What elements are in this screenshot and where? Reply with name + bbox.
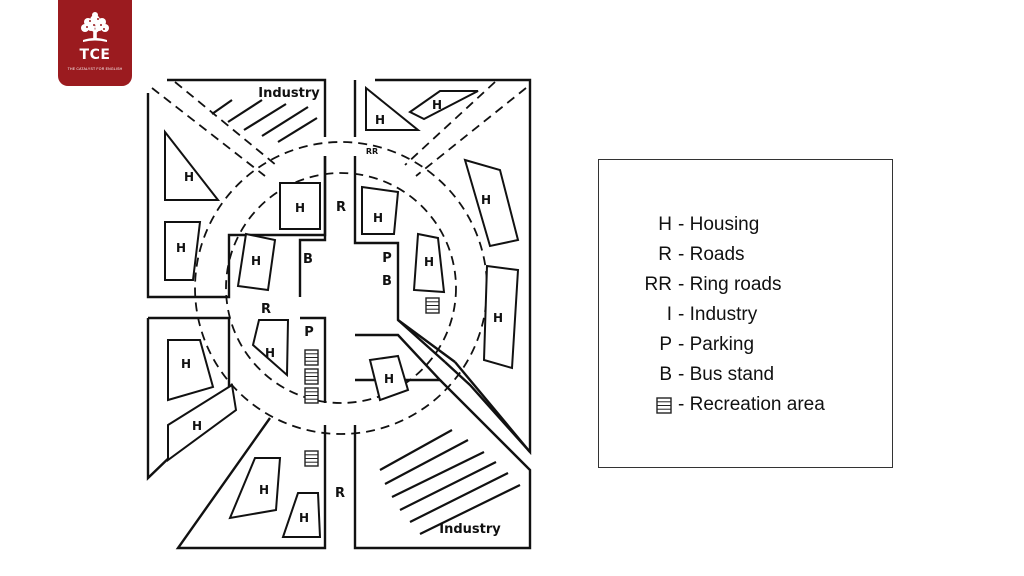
legend-item: I - Industry xyxy=(599,303,757,327)
bus-stand-label: B xyxy=(382,274,392,289)
legend-description: - Ring roads xyxy=(678,274,782,295)
legend-item: H - Housing xyxy=(599,213,759,237)
housing-label: H xyxy=(481,193,491,207)
legend-symbol xyxy=(599,396,678,414)
legend-description: - Parking xyxy=(678,334,755,355)
parking-label: P xyxy=(304,325,314,340)
house-block-1 xyxy=(365,85,421,131)
house-block-2 xyxy=(408,90,479,121)
housing-blocks xyxy=(164,85,520,538)
housing-label: H xyxy=(265,346,275,360)
industry-label-bottom: Industry xyxy=(439,522,501,537)
housing-label: H xyxy=(192,419,202,433)
block-north-inner-outline xyxy=(298,156,327,297)
block-outlines xyxy=(146,78,532,550)
ring-road-inner xyxy=(225,172,457,404)
house-block-15 xyxy=(228,457,282,520)
map-legend: H - Housing R - Roads RR - Ring roads I … xyxy=(598,159,893,468)
road-label: R xyxy=(261,302,271,317)
legend-description: - Recreation area xyxy=(678,394,825,415)
house-block-11 xyxy=(167,339,215,402)
recreation-area-icon xyxy=(304,349,319,366)
legend-description: - Bus stand xyxy=(678,364,775,385)
housing-label: H xyxy=(424,255,434,269)
ring-road-label: RR xyxy=(366,147,378,156)
diagonal-road-north-west2 xyxy=(174,81,277,166)
map-labels: Industry Industry H H H H H H H H H H H … xyxy=(176,86,503,537)
house-block-7 xyxy=(361,185,400,235)
house-block-6 xyxy=(236,232,277,292)
recreation-area-icon xyxy=(425,297,440,314)
recreation-area-icon xyxy=(304,450,319,467)
house-block-3 xyxy=(164,129,221,201)
block-southeast-outline xyxy=(353,379,532,550)
legend-item: B - Bus stand xyxy=(599,363,774,387)
legend-item: - Recreation area xyxy=(599,393,825,417)
tree-icon xyxy=(81,12,109,42)
recreation-area-icon xyxy=(304,368,319,385)
legend-symbol: P xyxy=(659,334,672,355)
housing-label: H xyxy=(176,241,186,255)
housing-label: H xyxy=(432,98,442,112)
housing-label: H xyxy=(259,483,269,497)
legend-symbol: RR xyxy=(644,274,672,295)
legend-description: - Roads xyxy=(678,244,745,265)
house-block-10 xyxy=(482,264,520,370)
house-block-14 xyxy=(368,354,410,402)
road-edge-east xyxy=(454,361,531,453)
legend-item: RR - Ring roads xyxy=(599,273,782,297)
house-block-16 xyxy=(281,492,322,538)
diagonal-road-northeast xyxy=(415,87,527,177)
road-edge-northeast xyxy=(397,319,456,363)
block-northeast-inner-outline xyxy=(353,156,446,363)
diagonal-road-northwest xyxy=(151,87,266,177)
legend-symbol: I xyxy=(666,304,672,325)
housing-label: H xyxy=(251,254,261,268)
bus-stand-label: B xyxy=(303,252,313,267)
road-label: R xyxy=(336,200,346,215)
diagonal-road-northeast2 xyxy=(404,81,496,166)
block-south-inner-outline xyxy=(300,316,327,403)
legend-symbol: H xyxy=(658,214,672,235)
road-label: R xyxy=(335,486,345,501)
legend-description: - Industry xyxy=(678,304,758,325)
housing-label: H xyxy=(375,113,385,127)
recreation-icon xyxy=(656,396,672,414)
legend-symbol: B xyxy=(659,364,672,385)
block-northwest-outline xyxy=(167,78,327,137)
industry-hatching xyxy=(211,99,521,535)
housing-label: H xyxy=(299,511,309,525)
legend-item: R - Roads xyxy=(599,243,745,267)
house-block-9 xyxy=(463,158,520,248)
house-block-8 xyxy=(412,232,446,294)
housing-label: H xyxy=(184,170,194,184)
housing-label: H xyxy=(181,357,191,371)
house-block-13 xyxy=(251,319,290,378)
house-block-12 xyxy=(167,383,238,462)
house-block-4 xyxy=(164,221,202,281)
parking-label: P xyxy=(382,251,392,266)
legend-description: - Housing xyxy=(678,214,760,235)
recreation-area-icon xyxy=(304,387,319,404)
housing-label: H xyxy=(295,201,305,215)
housing-label: H xyxy=(373,211,383,225)
house-block-5 xyxy=(279,182,321,230)
housing-label: H xyxy=(384,372,394,386)
legend-item: P - Parking xyxy=(599,333,754,357)
industry-label-top: Industry xyxy=(258,86,320,101)
block-southwest-lower-outline xyxy=(175,417,327,550)
housing-label: H xyxy=(493,311,503,325)
tce-logo: TCE THE CATALYST FOR ENGLISH xyxy=(58,0,132,86)
logo-tagline: THE CATALYST FOR ENGLISH xyxy=(67,67,123,71)
legend-symbol: R xyxy=(658,244,672,265)
logo-name: TCE xyxy=(79,47,111,63)
